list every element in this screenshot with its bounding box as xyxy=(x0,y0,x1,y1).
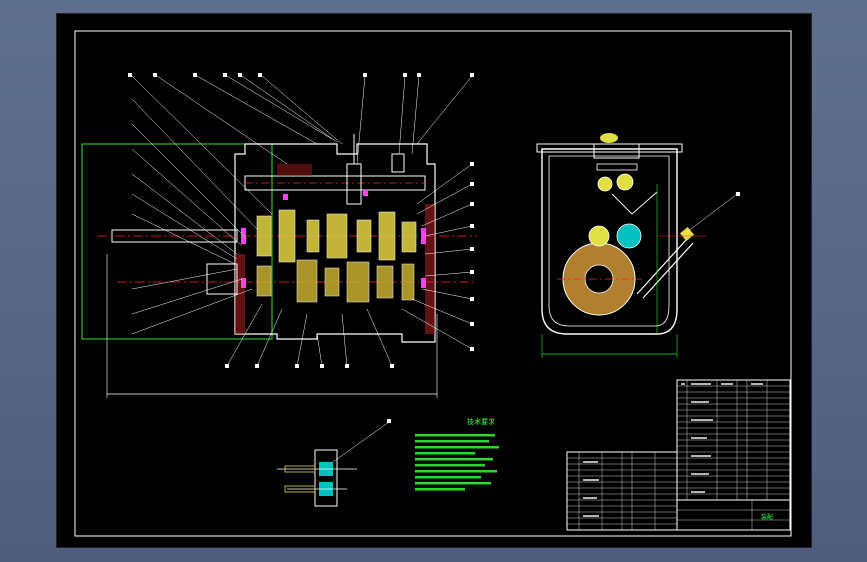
inner-border xyxy=(74,30,792,537)
gearbox-section-view xyxy=(81,73,477,398)
title-block[interactable]: 装配 xyxy=(566,379,791,531)
drawing-canvas: 技术要求 xyxy=(74,30,792,537)
side-view xyxy=(536,133,740,358)
title-block-stamp: 装配 xyxy=(761,513,773,521)
technical-notes: 技术要求 xyxy=(415,417,499,491)
notes-title: 技术要求 xyxy=(467,417,495,426)
detail-view xyxy=(277,419,391,507)
drawing-sheet: 技术要求 xyxy=(57,14,811,547)
